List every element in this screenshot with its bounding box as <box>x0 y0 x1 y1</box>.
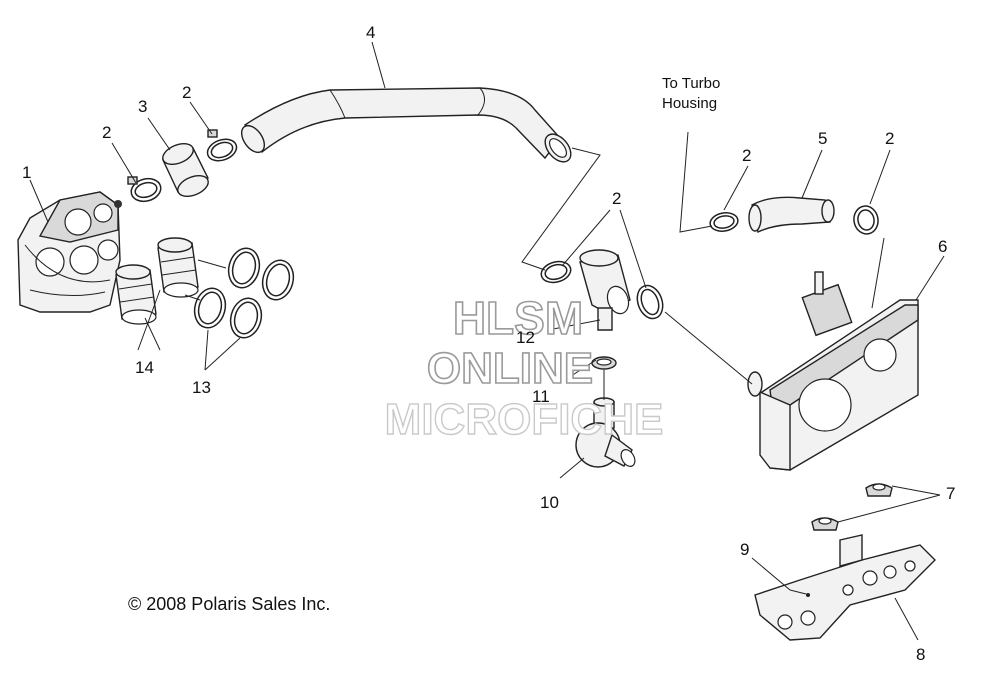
callout-7: 7 <box>946 484 955 503</box>
watermark-line1: HLSM <box>453 292 583 344</box>
callout-3: 3 <box>138 97 147 116</box>
callout-8: 8 <box>916 645 925 664</box>
note-line1: To Turbo <box>662 75 720 92</box>
watermark-line2: ONLINE <box>427 344 593 393</box>
note-line2: Housing <box>662 95 717 112</box>
bracket-part-8 <box>754 534 936 641</box>
watermark-line3: MICROFICHE <box>385 395 664 444</box>
callout-2e: 2 <box>885 129 894 148</box>
callout-1: 1 <box>22 163 31 182</box>
valve-part-10 <box>575 397 636 468</box>
callout-4: 4 <box>366 23 375 42</box>
callout-12: 12 <box>516 328 535 347</box>
intercooler-part-6 <box>747 271 919 471</box>
hose-clamp-2f <box>853 205 879 235</box>
callout-6: 6 <box>938 237 947 256</box>
screw-part-9 <box>789 589 810 597</box>
hose-clamp-2a <box>206 129 238 162</box>
clamp-part-13c <box>193 287 227 329</box>
callout-11: 11 <box>532 387 550 406</box>
turbo-housing-note: To Turbo Housing <box>662 75 720 112</box>
callout-5: 5 <box>818 129 827 148</box>
grommet-part-7b <box>811 517 839 531</box>
callout-9: 9 <box>740 540 749 559</box>
callout-13: 13 <box>192 378 211 397</box>
intake-tube-part-4 <box>240 87 572 163</box>
clamp-part-13b <box>261 259 295 301</box>
clamp-part-13a <box>227 247 261 289</box>
watermark: HLSM ONLINE MICROFICHE <box>384 291 664 445</box>
clamp-part-13d <box>229 297 263 339</box>
leader-lines <box>29 41 945 641</box>
callout-2c: 2 <box>612 189 621 208</box>
copyright-text: © 2008 Polaris Sales Inc. <box>128 594 330 614</box>
coupler-part-3 <box>162 143 209 197</box>
clamp-part-11 <box>591 356 617 370</box>
grommet-part-7a <box>865 483 893 497</box>
air-box-part-1 <box>17 191 122 313</box>
callout-2b: 2 <box>182 83 191 102</box>
elbow-coupler <box>579 249 631 331</box>
hose-part-5 <box>748 196 835 234</box>
callout-10: 10 <box>540 493 559 512</box>
callout-2d: 2 <box>742 146 751 165</box>
callout-2a: 2 <box>102 123 111 142</box>
hose-clamp-2c <box>540 260 572 284</box>
hose-clamp-2b <box>127 176 162 203</box>
callout-labels: 1 2 3 2 4 14 13 2 12 11 10 2 5 2 6 7 9 8 <box>22 23 955 664</box>
coupler-part-14a <box>157 237 199 298</box>
coupler-part-14b <box>115 264 157 325</box>
hose-clamp-2e <box>709 212 739 232</box>
callout-14: 14 <box>135 358 154 377</box>
hose-clamp-2d <box>636 284 664 320</box>
